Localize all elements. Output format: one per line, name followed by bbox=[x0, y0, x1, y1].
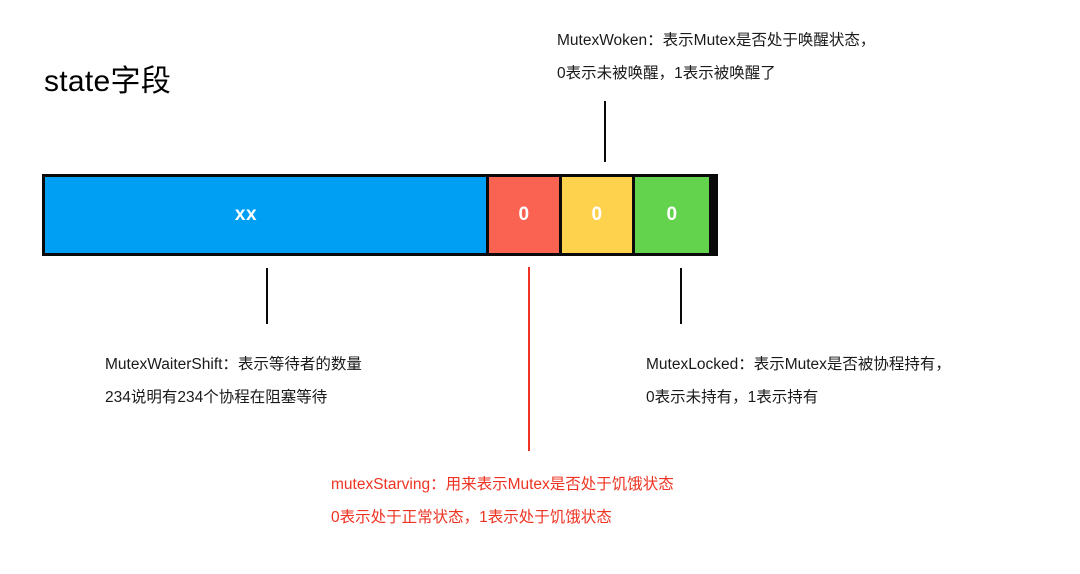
bitfield-segment-starving[interactable]: 0 bbox=[489, 177, 562, 253]
annotation-woken-line2: 0表示未被唤醒，1表示被唤醒了 bbox=[557, 65, 776, 82]
annotation-starving-line1: mutexStarving：用来表示Mutex是否处于饥饿状态 bbox=[331, 476, 674, 493]
page-title: state字段 bbox=[44, 65, 172, 98]
bitfield-segment-waiters[interactable]: xx bbox=[45, 177, 489, 253]
bitfield-segment-woken-label: 0 bbox=[591, 204, 603, 225]
state-bitfield-bar: xx 0 0 0 bbox=[42, 174, 718, 256]
connector-line-starving bbox=[528, 267, 530, 451]
bitfield-segment-woken[interactable]: 0 bbox=[562, 177, 635, 253]
annotation-woken-line1: MutexWoken：表示Mutex是否处于唤醒状态， bbox=[557, 32, 876, 49]
annotation-locked-line1: MutexLocked：表示Mutex是否被协程持有， bbox=[646, 356, 951, 373]
bitfield-segment-locked-label: 0 bbox=[666, 204, 678, 225]
annotation-locked: MutexLocked：表示Mutex是否被协程持有， 0表示未持有，1表示持有 bbox=[646, 348, 951, 414]
connector-line-waiters bbox=[266, 268, 268, 324]
annotation-waiters-line1: MutexWaiterShift：表示等待者的数量 bbox=[105, 356, 362, 373]
annotation-locked-line2: 0表示未持有，1表示持有 bbox=[646, 389, 819, 406]
bitfield-segment-waiters-label: xx bbox=[234, 204, 258, 225]
annotation-waiters-line2: 234说明有234个协程在阻塞等待 bbox=[105, 389, 328, 406]
bitfield-segment-starving-label: 0 bbox=[518, 204, 530, 225]
annotation-waiters: MutexWaiterShift：表示等待者的数量 234说明有234个协程在阻… bbox=[105, 348, 362, 414]
connector-line-woken bbox=[604, 101, 606, 162]
bitfield-segment-locked[interactable]: 0 bbox=[635, 177, 709, 253]
annotation-starving-line2: 0表示处于正常状态，1表示处于饥饿状态 bbox=[331, 509, 612, 526]
annotation-woken: MutexWoken：表示Mutex是否处于唤醒状态， 0表示未被唤醒，1表示被… bbox=[557, 24, 875, 90]
annotation-starving: mutexStarving：用来表示Mutex是否处于饥饿状态 0表示处于正常状… bbox=[331, 468, 674, 534]
connector-line-locked bbox=[680, 268, 682, 324]
